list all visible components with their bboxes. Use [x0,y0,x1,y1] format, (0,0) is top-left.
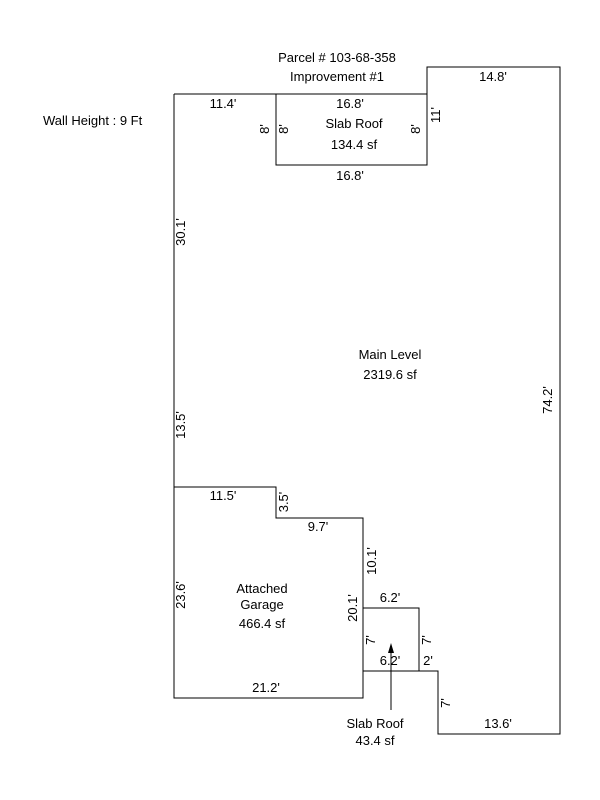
dim-slab-top-left-outer: 8' [257,124,272,134]
garage-area: 466.4 sf [239,616,286,631]
main-level-name: Main Level [359,347,422,362]
main-level-outline [173,66,561,735]
wall-height-label: Wall Height : 9 Ft [43,113,143,128]
dim-slab-top-left-inner: 8' [276,124,291,134]
slab-roof-bottom-area: 43.4 sf [355,733,394,748]
main-level-area: 2319.6 sf [363,367,417,382]
dim-garage-step-vert: 3.5' [276,492,291,513]
dim-garage-step-horz: 9.7' [308,519,329,534]
dim-main-bottom-right-step: 7' [438,698,453,708]
dim-garage-left: 23.6' [173,581,188,609]
dim-slab-bottom-right: 7' [419,635,434,645]
parcel-number: Parcel # 103-68-358 [278,50,396,65]
dim-main-top-right: 14.8' [479,69,507,84]
garage-outline [173,487,364,699]
dim-garage-bottom: 21.2' [252,680,280,695]
slab-roof-bottom-name: Slab Roof [346,716,403,731]
dim-main-left-upper: 30.1' [173,218,188,246]
dim-main-right: 74.2' [540,386,555,414]
dim-slab-bottom-left: 7' [363,635,378,645]
dim-main-top-left: 11.4' [210,96,237,111]
dim-slab-top-right: 8' [408,124,423,134]
dim-garage-top: 11.5' [210,488,237,503]
dim-garage-right-lower: 20.1' [345,594,360,622]
dim-slab-top-bottom: 16.8' [336,168,364,183]
dim-main-right-offset: 11' [428,107,443,123]
slab-roof-top-outline [275,93,428,166]
dim-slab-top-top: 16.8' [336,96,364,111]
slab-roof-top-area: 134.4 sf [331,137,378,152]
dim-main-bottom: 13.6' [484,716,512,731]
garage-name-line2: Garage [240,597,283,612]
dim-slab-bottom-top: 6.2' [380,590,401,605]
garage-name-line1: Attached [236,581,287,596]
improvement-label: Improvement #1 [290,69,384,84]
slab-roof-top-name: Slab Roof [325,116,382,131]
dim-main-left-lower: 13.5' [173,411,188,439]
dim-garage-right-upper: 10.1' [364,547,379,575]
dim-slab-bottom-step: 2' [423,653,433,668]
dim-slab-bottom-bottom: 6.2' [380,653,401,668]
slab-roof-pointer-arrowhead [388,643,394,653]
